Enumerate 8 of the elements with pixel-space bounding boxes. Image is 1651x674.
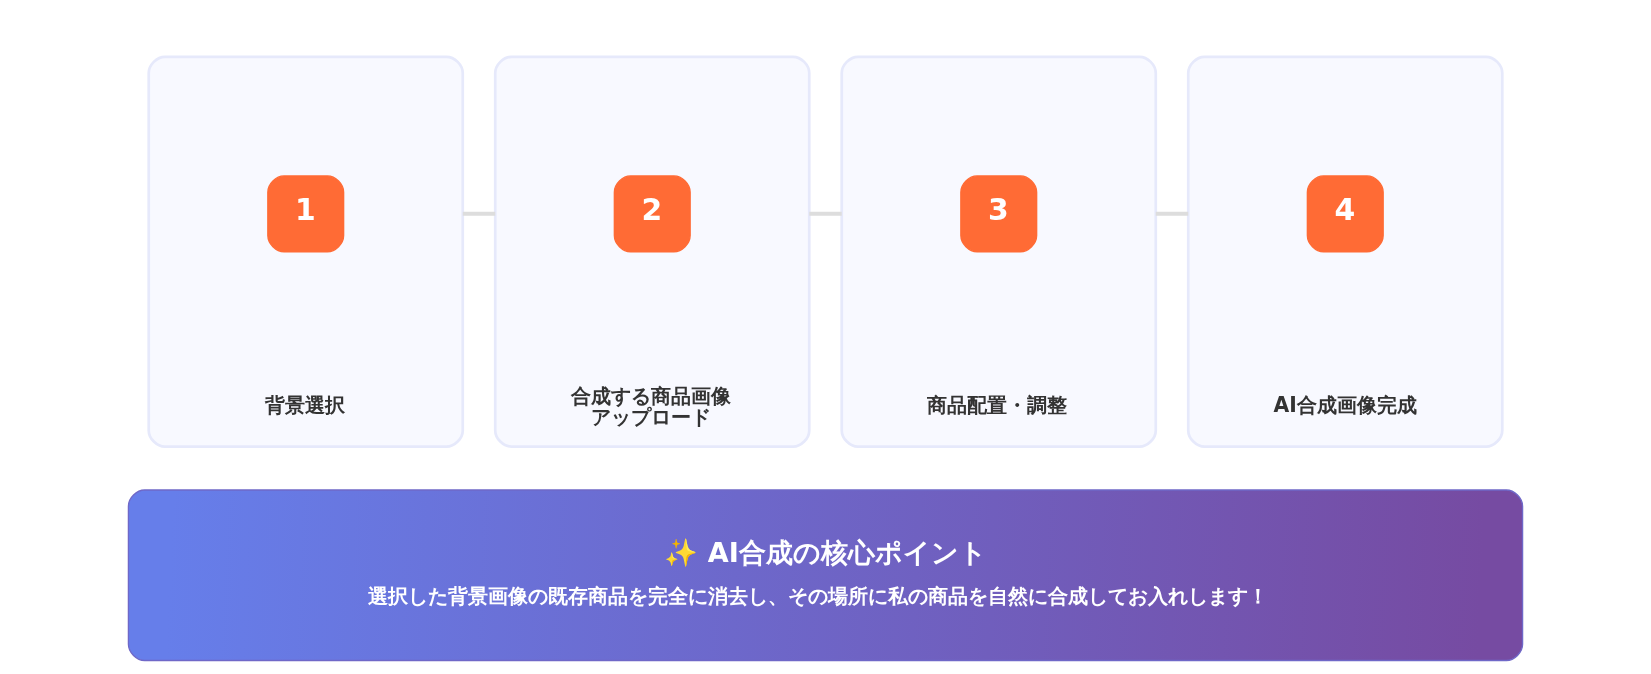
connector [462, 211, 496, 216]
node-box: ✨ AI合成の核心ポイント 選択した背景画像の既存商品を完全に消去し、その場所に私の商品を自然に合成してお入れします！ [127, 489, 1524, 662]
node-box: 3 [960, 175, 1038, 253]
node-box: 1 [267, 175, 345, 253]
node-box: 2 [613, 175, 691, 253]
node-box: 4 [1306, 175, 1384, 253]
connector [809, 211, 842, 216]
connector [1155, 211, 1189, 216]
